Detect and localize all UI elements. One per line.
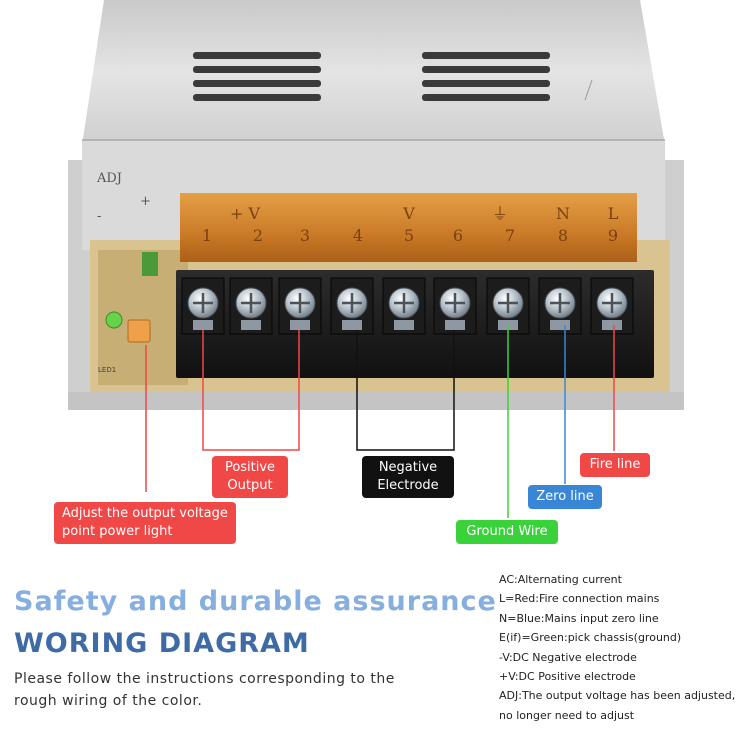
case-bottom-edge bbox=[68, 392, 684, 410]
terminal-screw[interactable] bbox=[538, 277, 582, 335]
legend-item: -V:DC Negative electrode bbox=[499, 650, 637, 664]
ground-wire-label: Ground Wire bbox=[456, 520, 558, 544]
legend-item: N=Blue:Mains input zero line bbox=[499, 611, 659, 625]
fire-line-label: Fire line bbox=[580, 453, 650, 477]
terminal-number: 7 bbox=[505, 226, 515, 245]
terminal-number: 9 bbox=[608, 226, 618, 245]
terminal-screw[interactable] bbox=[330, 277, 374, 335]
terminal-symbol: N bbox=[556, 204, 570, 223]
legend-item: L=Red:Fire connection mains bbox=[499, 592, 660, 606]
terminal-symbols: + V V ⏚ N L bbox=[230, 204, 619, 223]
terminal-screw[interactable] bbox=[278, 277, 322, 335]
vent-slots-left bbox=[193, 52, 321, 101]
terminal-number: 5 bbox=[404, 226, 414, 245]
adjust-light-label: Adjust the output voltage point power li… bbox=[54, 502, 236, 544]
wiring-diagram-heading: WORING DIAGRAM bbox=[14, 628, 310, 659]
terminal-symbol: ⏚ bbox=[492, 204, 508, 223]
legend-list: AC:Alternating current L=Red:Fire connec… bbox=[499, 570, 749, 725]
legend-item: AC:Alternating current bbox=[499, 573, 622, 586]
vent-slots-right bbox=[422, 52, 550, 101]
terminal-number: 6 bbox=[453, 226, 463, 245]
terminal-screw[interactable] bbox=[433, 277, 477, 335]
adj-marking: ADJ bbox=[96, 171, 122, 186]
indicator-led bbox=[105, 311, 123, 329]
legend-item: +V:DC Positive electrode bbox=[499, 669, 636, 683]
led-marking: LED1 bbox=[98, 366, 116, 374]
negative-electrode-wire bbox=[356, 330, 455, 451]
terminal-number: 2 bbox=[253, 226, 263, 245]
legend-item: no longer need to adjust bbox=[499, 708, 635, 722]
positive-output-wire bbox=[202, 330, 300, 451]
terminal-screw[interactable] bbox=[382, 277, 426, 335]
terminal-symbol: L bbox=[608, 204, 619, 223]
adj-plus-marking: + bbox=[140, 194, 151, 209]
safety-heading: Safety and durable assurance bbox=[14, 586, 497, 617]
instructions-text: Please follow the instructions correspon… bbox=[14, 671, 395, 709]
terminal-screw[interactable] bbox=[229, 277, 273, 335]
terminal-number: 8 bbox=[558, 226, 568, 245]
negative-electrode-label: Negative Electrode bbox=[362, 456, 454, 498]
terminal-symbol: V bbox=[402, 204, 415, 223]
legend-item: ADJ:The output voltage has been adjusted… bbox=[499, 689, 736, 703]
terminal-numbers: 1 2 3 4 5 6 7 8 9 bbox=[202, 226, 618, 245]
legend-item: E(if)=Green:pick chassis(ground) bbox=[499, 631, 682, 645]
terminal-screws bbox=[181, 277, 634, 335]
zero-line-label: Zero line bbox=[528, 485, 602, 509]
terminal-number: 4 bbox=[353, 226, 363, 245]
case-top bbox=[82, 0, 665, 145]
terminal-screw[interactable] bbox=[181, 277, 225, 335]
terminal-screw[interactable] bbox=[590, 277, 634, 335]
terminal-number: 1 bbox=[202, 226, 212, 245]
terminal-symbol: + V bbox=[230, 204, 260, 223]
small-capacitor bbox=[142, 252, 158, 276]
potentiometer bbox=[127, 319, 151, 343]
positive-output-label: Positive Output bbox=[212, 456, 288, 498]
terminal-cover bbox=[180, 193, 637, 262]
terminal-number: 3 bbox=[300, 226, 310, 245]
adj-minus-marking: - bbox=[97, 209, 101, 224]
